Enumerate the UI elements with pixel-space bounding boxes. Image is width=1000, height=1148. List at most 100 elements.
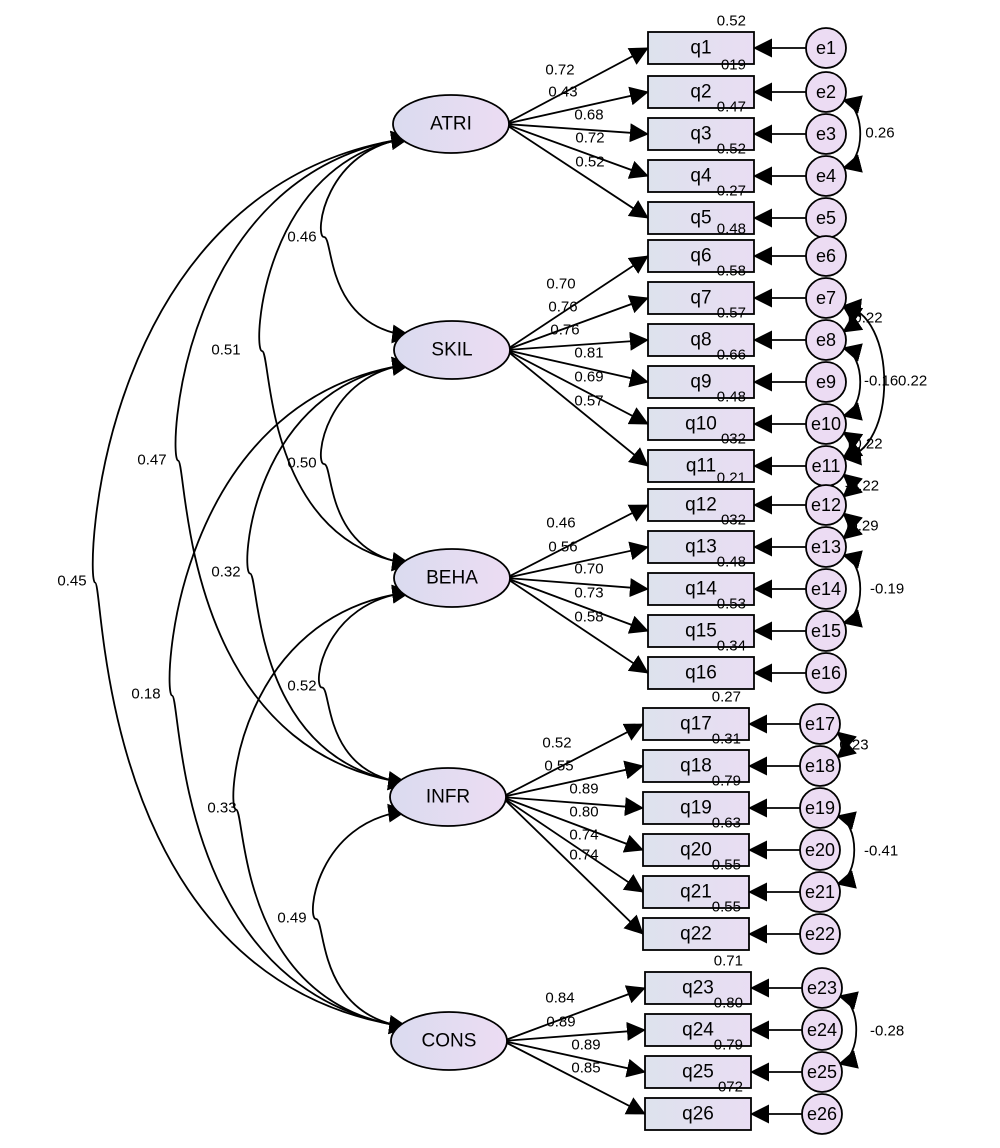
loading-label: 0.84 xyxy=(545,990,574,1007)
loading-path xyxy=(504,123,649,179)
latent-factor-ellipse xyxy=(392,94,510,154)
error-covariance-label: -0.22 xyxy=(845,478,879,495)
error-term-circle xyxy=(805,568,847,610)
loading-path xyxy=(504,47,649,125)
factor-covariance-arc xyxy=(91,131,411,1034)
loading-path xyxy=(505,577,649,674)
observed-item-box xyxy=(647,75,755,109)
error-term-label: e6 xyxy=(816,246,836,266)
loading-path xyxy=(505,577,649,598)
observed-item-box xyxy=(644,1055,752,1089)
error-covariance-layer xyxy=(836,95,886,1069)
observed-item-box xyxy=(642,875,750,909)
r-squared-label: 032 xyxy=(721,431,746,448)
error-term-circle xyxy=(805,71,847,113)
loading-label: 0.70 xyxy=(546,276,575,293)
observed-item-box xyxy=(642,749,750,783)
error-term-label: e24 xyxy=(807,1020,837,1040)
factor-covariance-arc xyxy=(246,356,412,790)
error-term-label: e10 xyxy=(811,414,841,434)
error-term-label: e11 xyxy=(812,456,841,476)
r-squared-label: 0.27 xyxy=(717,183,746,200)
latent-factor-ellipse xyxy=(393,320,511,380)
latent-factor-ellipse xyxy=(393,548,511,608)
error-term-circle xyxy=(801,967,843,1009)
loading-label: 0.81 xyxy=(574,345,603,362)
r-squared-label: 0.58 xyxy=(717,263,746,280)
observed-item-label: q1 xyxy=(690,38,711,59)
error-term-label: e25 xyxy=(807,1062,837,1082)
observed-item-box xyxy=(647,449,755,483)
observed-item-label: q21 xyxy=(680,882,712,903)
observed-item-box xyxy=(647,530,755,564)
loading-label: 0.74 xyxy=(569,847,598,864)
loading-path xyxy=(502,985,646,1042)
loading-label: 0.57 xyxy=(574,393,603,410)
loading-path xyxy=(504,123,649,143)
observed-item-label: q16 xyxy=(685,663,717,684)
loading-label: 0.52 xyxy=(542,735,571,752)
observed-item-label: q13 xyxy=(685,537,717,558)
observed-item-label: q22 xyxy=(680,924,712,945)
latent-factor-label: ATRI xyxy=(430,114,472,135)
error-term-circle xyxy=(805,652,847,694)
loading-path xyxy=(505,577,649,634)
observed-item-label: q26 xyxy=(682,1104,714,1125)
loading-label: 0.76 xyxy=(548,299,577,316)
r-squared-label: 0.34 xyxy=(717,638,746,655)
loading-path xyxy=(505,349,649,388)
loading-label: 0.55 xyxy=(544,758,573,775)
error-term-label: e18 xyxy=(805,756,835,776)
error-term-circle xyxy=(801,1009,843,1051)
r-squared-label: 0.79 xyxy=(712,773,741,790)
observed-item-label: q4 xyxy=(690,166,712,187)
loading-path xyxy=(505,504,649,579)
loading-path-layer xyxy=(501,38,806,1124)
error-term-circle xyxy=(799,829,841,871)
factor-covariance-arc xyxy=(319,130,412,344)
loading-label: 0.52 xyxy=(575,154,604,171)
factor-covariance-label: 0.45 xyxy=(57,573,86,590)
r-squared-label: 0.48 xyxy=(717,389,746,406)
factor-covariance-arc xyxy=(318,584,412,791)
latent-factor-label: SKIL xyxy=(431,340,472,361)
factor-covariance-label: 0.52 xyxy=(287,678,316,695)
error-term-circle xyxy=(805,235,847,277)
observed-item-box xyxy=(644,971,752,1005)
loading-label: 0.89 xyxy=(569,781,598,798)
latent-factor-ellipse xyxy=(390,1011,508,1071)
observed-item-box xyxy=(642,791,750,825)
observed-item-label: q19 xyxy=(680,798,712,819)
factor-covariance-label: 0.50 xyxy=(287,455,316,472)
r-squared-label: 0.63 xyxy=(712,815,741,832)
error-term-circle xyxy=(799,745,841,787)
error-term-circle xyxy=(801,1051,843,1093)
loading-path xyxy=(501,796,644,935)
error-term-circle xyxy=(805,484,847,526)
observed-item-box xyxy=(647,656,755,690)
loading-label: 0.85 xyxy=(571,1060,600,1077)
r-squared-label: 0.71 xyxy=(714,953,743,970)
error-term-circle xyxy=(805,526,847,568)
error-term-label: e1 xyxy=(816,38,836,58)
error-covariance-label: -0.16 xyxy=(864,373,898,390)
r-squared-label: 0.31 xyxy=(712,731,741,748)
observed-item-box xyxy=(647,117,755,151)
error-covariance-label: -0.41 xyxy=(864,843,898,860)
r-squared-label: 0.55 xyxy=(712,899,741,916)
loading-label: 0.80 xyxy=(569,804,598,821)
loading-path xyxy=(501,760,644,798)
loading-path xyxy=(504,123,649,219)
latent-factor-ellipse xyxy=(389,767,507,827)
observed-item-box xyxy=(647,201,755,235)
error-term-label: e8 xyxy=(816,330,836,350)
observed-item-box xyxy=(647,323,755,357)
r-squared-label: 0.47 xyxy=(717,99,746,116)
error-term-label: e13 xyxy=(811,537,841,557)
error-covariance-arc xyxy=(836,731,857,759)
observed-item-label: q8 xyxy=(690,330,711,351)
latent-factor-label: BEHA xyxy=(426,568,478,589)
loading-label: 0.89 xyxy=(571,1037,600,1054)
error-term-circle xyxy=(805,361,847,403)
